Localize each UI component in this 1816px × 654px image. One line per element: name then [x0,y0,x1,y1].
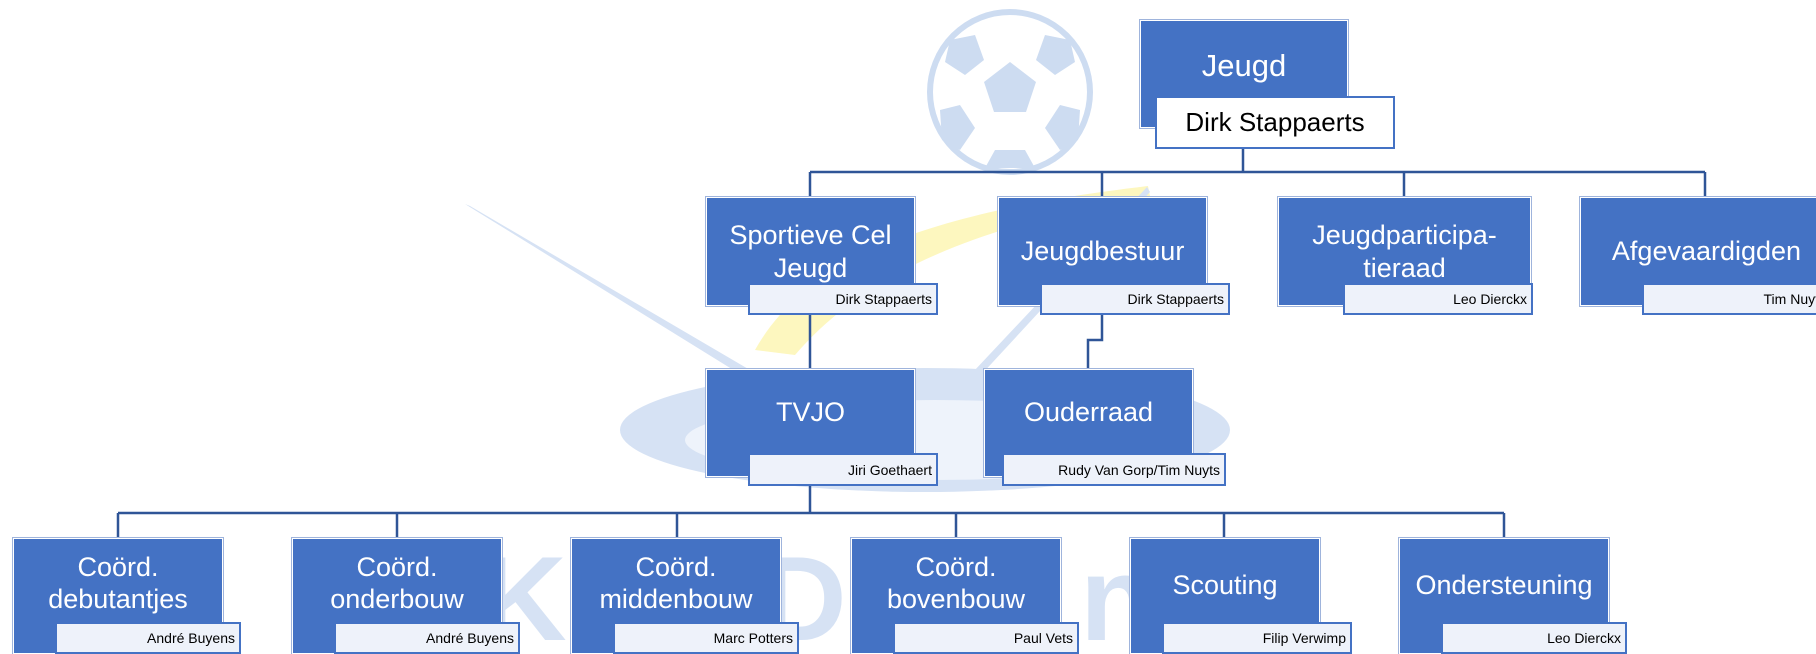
node-name: Paul Vets [893,622,1079,654]
node-name: Leo Dierckx [1343,283,1533,315]
node-title-text: Jeugdbestuur [1020,236,1185,267]
node-title-text: Scouting [1172,570,1278,600]
node-title-text: Ondersteuning [1415,570,1593,600]
node-title-text: Afgevaardigden [1611,236,1802,267]
node-name: André Buyens [334,622,520,654]
node-title-text: Jeugd [1201,48,1287,83]
node-name: Jiri Goethaert [748,453,938,486]
node-title-text: Coörd. onderbouw [330,552,464,615]
node-name: Dirk Stappaerts [1040,283,1230,315]
node-title-text: Sportieve Cel Jeugd [729,220,892,283]
soccer-ball-icon [927,9,1093,175]
node-name: Dirk Stappaerts [748,283,938,315]
node-title-text: Ouderraad [1023,397,1154,427]
node-name: Filip Verwimp [1162,622,1352,654]
node-title-text: Coörd. middenbouw [599,552,753,615]
node-name: Dirk Stappaerts [1155,96,1395,149]
node-name: Leo Dierckx [1441,622,1627,654]
node-title-text: TVJO [775,397,845,427]
node-title-text: Jeugdparticipa-tieraad [1312,220,1497,283]
node-name: Marc Potters [613,622,799,654]
node-name: Rudy Van Gorp/Tim Nuyts [1002,453,1226,486]
node-title-text: Coörd. debutantjes [48,552,188,615]
node-title-text: Coörd. bovenbouw [886,552,1026,615]
node-name: André Buyens [55,622,241,654]
node-name: Tim Nuyts [1642,283,1816,315]
